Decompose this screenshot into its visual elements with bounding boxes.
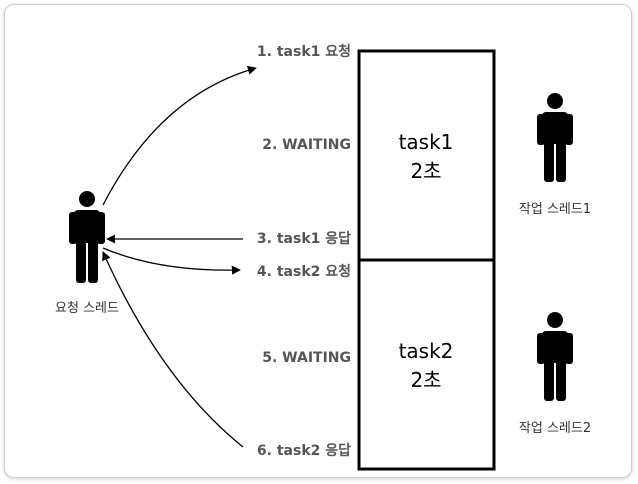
- task1-box: [357, 49, 496, 262]
- step-3-label: 3. task1 응답: [257, 230, 351, 247]
- arrow-task1-request: [102, 65, 257, 206]
- request-thread-label: 요청 스레드: [55, 301, 119, 316]
- worker1-person-icon: [537, 93, 573, 182]
- step-5-label: 5. WAITING: [262, 350, 351, 366]
- step-1-label: 1. task1 요청: [257, 44, 351, 60]
- task2-duration: 2초: [410, 368, 441, 392]
- arrow-task2-response: [102, 251, 244, 448]
- request-thread-person-icon: [69, 191, 105, 283]
- worker2-label: 작업 스레드2: [519, 421, 591, 436]
- worker2-person-icon: [537, 312, 573, 401]
- worker1-label: 작업 스레드1: [519, 202, 591, 217]
- step-4-label: 4. task2 요청: [257, 264, 351, 280]
- step-6-label: 6. task2 응답: [257, 442, 351, 459]
- task2-name: task2: [399, 339, 454, 363]
- step-2-label: 2. WAITING: [262, 137, 351, 153]
- task1-name: task1: [399, 130, 454, 154]
- task1-duration: 2초: [410, 159, 441, 183]
- arrow-task2-request: [102, 247, 241, 275]
- task2-box: [357, 258, 496, 471]
